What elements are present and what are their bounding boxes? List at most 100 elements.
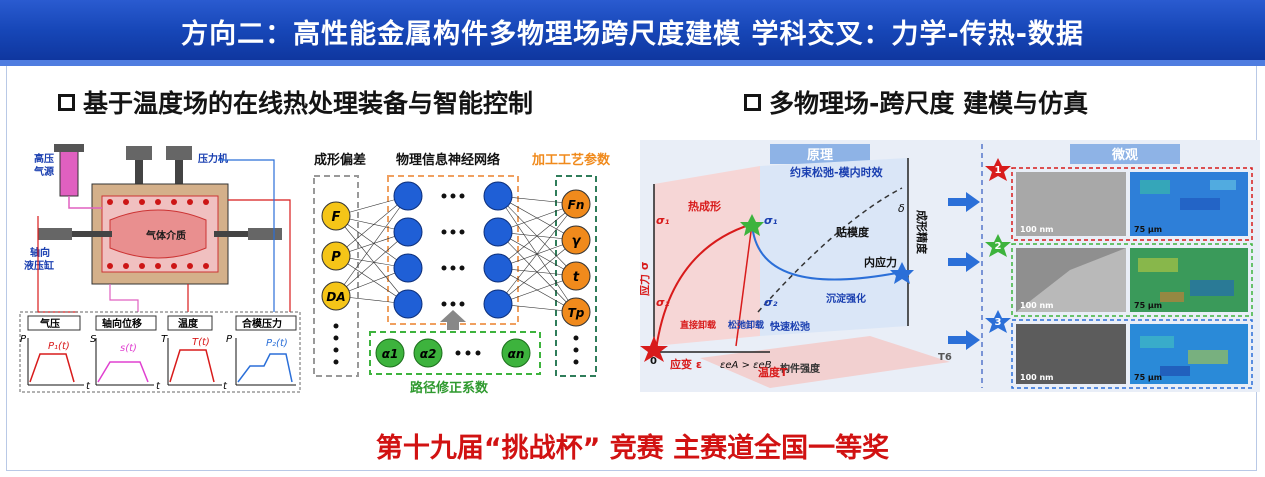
plane-temperature (700, 336, 950, 388)
input-node-f (321, 201, 351, 231)
input-box (313, 175, 359, 377)
coeff-label: 路径修正系数 (410, 380, 489, 396)
panel-temperature-curve-label: T(t) (192, 337, 210, 348)
precip-label: 沉淀强化 (826, 292, 866, 305)
panel-pressure-axis-t: t (86, 381, 91, 392)
panel-pressure-curve (29, 353, 75, 383)
micro-tab-label: 微观 (1111, 147, 1138, 163)
hidden-nodes (393, 181, 513, 319)
checkbox-bullet-icon (744, 93, 761, 111)
panel-temperature-axis-t: T (161, 334, 168, 345)
sigma2-left-label: σ₂ (656, 296, 670, 309)
plane-hot-forming (654, 166, 760, 346)
strain-ineq-label: εeA > εeB (720, 360, 772, 371)
press-cylinder-right (166, 146, 192, 160)
input-node-p-label: P (331, 250, 341, 265)
coeff-box (369, 331, 541, 375)
tem-image-3 (1016, 324, 1126, 384)
gas-source-label-1: 高压 (34, 152, 54, 165)
sigma2-right-label: σ₂ (764, 296, 778, 309)
scale-um-2: 75 μm (1134, 301, 1162, 310)
press-rod-left (135, 160, 143, 190)
output-ellipsis-icon (573, 335, 579, 365)
scale-nm-1: 100 nm (1020, 225, 1054, 234)
network-edges (335, 195, 577, 313)
left-section-title-text: 基于温度场的在线热处理装备与智能控制 (83, 89, 534, 118)
fit-label: 贴模度 (835, 225, 870, 239)
coeff-node-2-label: α2 (420, 347, 437, 361)
header-banner (0, 0, 1265, 66)
panel-displacement-label: 轴向位移 (102, 317, 142, 330)
output-node-tp (561, 297, 591, 327)
badge-3-icon (985, 310, 1011, 333)
panel-temperature: 温度 T(t) T t (161, 315, 228, 392)
medium-label: 气体介质 (145, 229, 186, 242)
checkbox-bullet-icon (58, 93, 75, 111)
panel-temperature-axis-time: t (223, 381, 228, 392)
internal-stress-label: 内应力 (864, 255, 897, 269)
output-node-tp-label: Tp (568, 306, 585, 320)
output-node-gamma (561, 225, 591, 255)
badge-1-label: 1 (995, 165, 1002, 176)
wire-pink (109, 284, 139, 312)
input-ellipsis-icon (333, 323, 339, 365)
panel-clamp-pressure-curve (237, 353, 293, 383)
delta-label: δ (898, 202, 905, 215)
constrained-relax-label: 约束松弛-模内时效 (790, 165, 884, 179)
panel-temperature-curve (169, 349, 215, 383)
params-label: 加工工艺参数 (531, 152, 611, 168)
output-node-t (561, 261, 591, 291)
pinn-network-diagram: 成形偏差 物理信息神经网络 加工工艺参数 F P DA Fn γ t Tp (313, 152, 611, 396)
panel-clamp-pressure-label: 合模压力 (241, 317, 282, 330)
output-node-t-label: t (573, 270, 580, 285)
press-label: 压力机 (198, 152, 228, 165)
component-strength-label: 构件强度 (780, 362, 821, 375)
gas-source-cylinder (59, 145, 79, 197)
marker-1-icon (640, 336, 668, 362)
signal-panel-box (19, 311, 301, 393)
output-node-fn (561, 189, 591, 219)
direct-unload-label: 直接卸载 (680, 319, 716, 331)
principle-tab-label: 原理 (807, 148, 833, 163)
coeff-node-2 (413, 338, 443, 368)
output-box (555, 175, 597, 377)
coeff-node-n (501, 338, 531, 368)
header-stripe (0, 60, 1265, 66)
arrow-1-icon (948, 192, 980, 212)
equipment-diagram: 高压 气源 压力机 气体介质 轴向 液压缸 气压 P₁(t) P t 轴向位移 (19, 144, 301, 393)
wire-red-right (228, 199, 291, 312)
origin-label: 0 (650, 356, 657, 367)
panel-displacement-curve-label: s(t) (120, 343, 137, 354)
gas-source-label-2: 气源 (33, 165, 54, 178)
input-node-f-label: F (332, 210, 341, 225)
badge-3-label: 3 (995, 317, 1002, 328)
arrow-2-icon (948, 252, 980, 272)
heater-dots (107, 199, 209, 269)
panel-pressure-label: 气压 (39, 317, 60, 330)
t6-label: T6 (938, 352, 952, 363)
plane-relax (760, 158, 908, 336)
coeff-node-1-label: α1 (382, 347, 399, 361)
page-title: 方向二：高性能金属构件多物理场跨尺度建模 学科交叉：力学-传热-数据 (181, 19, 1084, 50)
up-arrow-icon (440, 310, 466, 330)
press-cylinder-left (126, 146, 152, 160)
scale-um-1: 75 μm (1134, 225, 1162, 234)
panel-pressure: 气压 P₁(t) P t (20, 315, 91, 392)
badge-2-icon (985, 234, 1011, 257)
panel-clamp-pressure-axis-p: P (226, 334, 233, 345)
right-section-title: 多物理场-跨尺度 建模与仿真 (744, 84, 1088, 120)
relax-curve (751, 223, 903, 281)
precision-label: 成形精度 (915, 210, 929, 255)
panel-clamp-pressure-curve-label: P₂(t) (266, 338, 288, 349)
micro-frame-3 (1011, 319, 1253, 389)
input-node-p (321, 241, 351, 271)
panel-displacement-axis-t: t (156, 381, 161, 392)
coeff-node-1 (375, 338, 405, 368)
output-node-gamma-label: γ (572, 234, 582, 249)
scale-nm-3: 100 nm (1020, 373, 1054, 382)
wire-blue (218, 159, 275, 312)
axial-rod-left (72, 231, 112, 237)
scale-um-3: 75 μm (1134, 373, 1162, 382)
gas-source-cap (54, 144, 84, 152)
fit-curve (757, 187, 903, 313)
